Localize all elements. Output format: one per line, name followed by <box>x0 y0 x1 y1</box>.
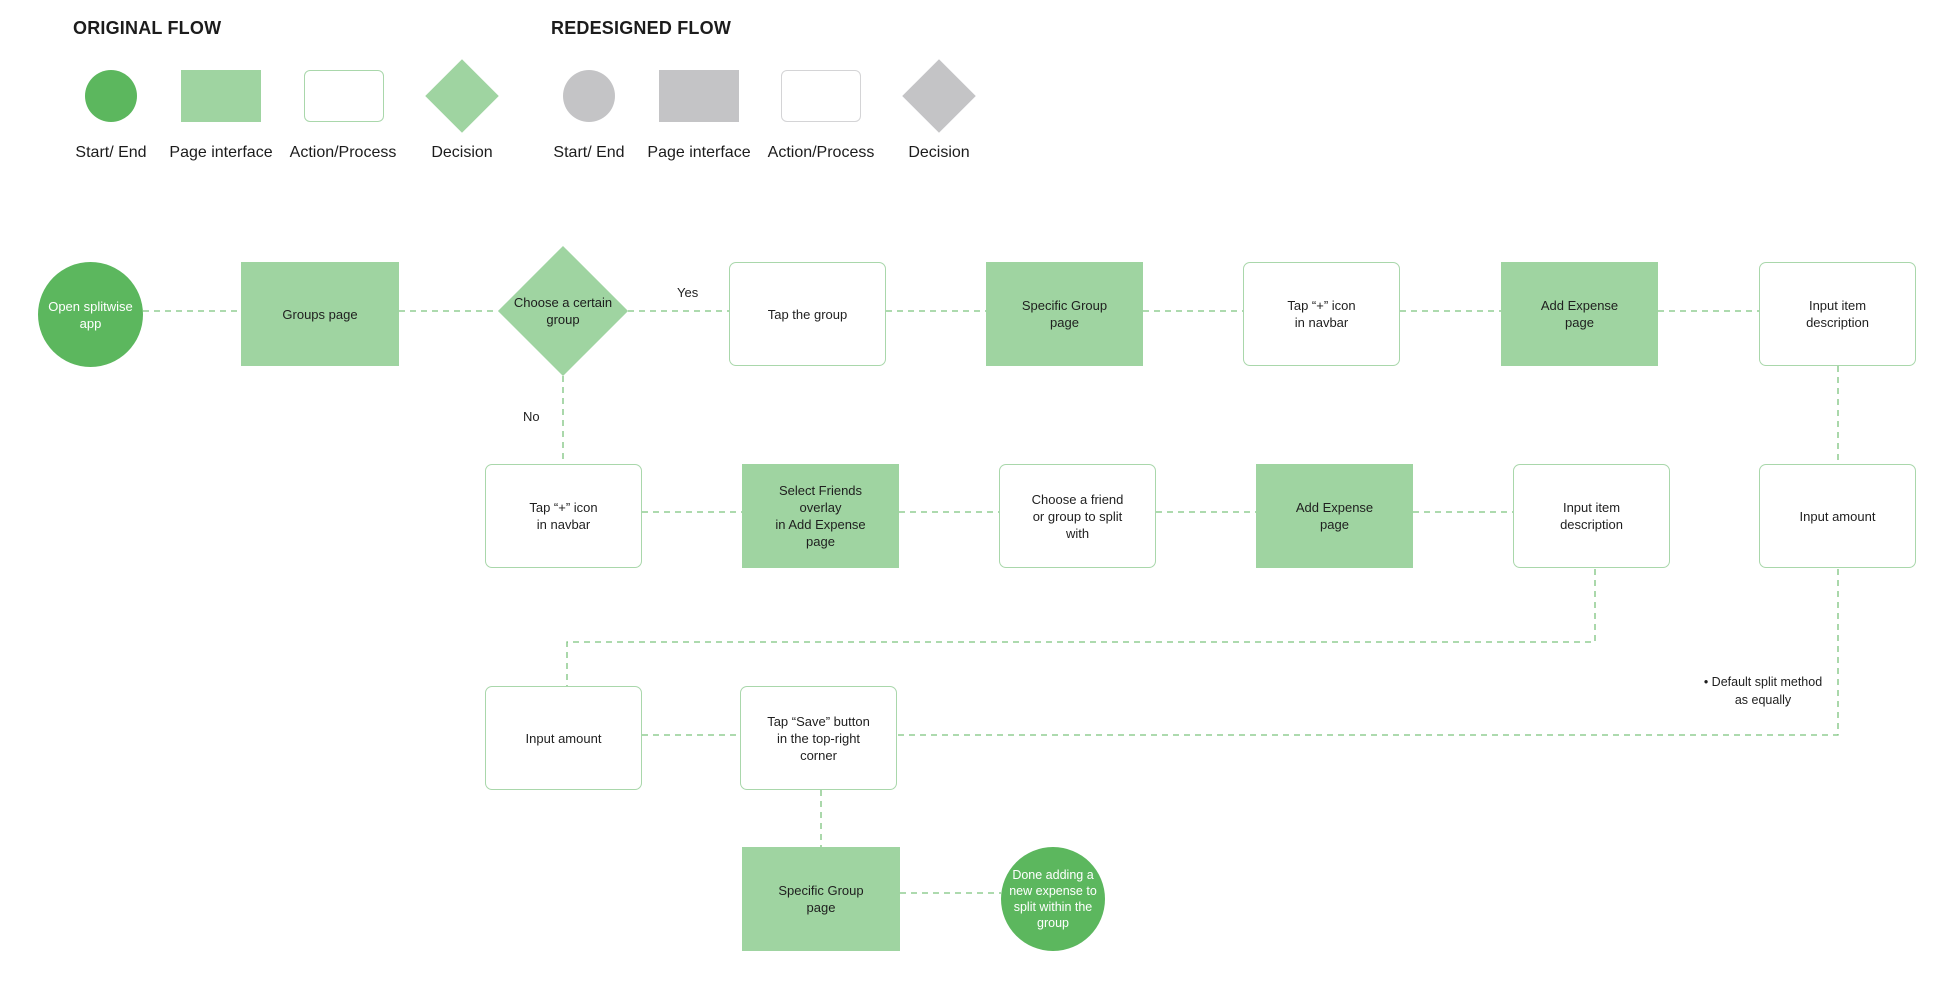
node-end: Done adding a new expense to split withi… <box>1001 847 1105 951</box>
decision-label: Choose a certain group <box>513 295 613 327</box>
legend-original-decision-label: Decision <box>431 144 493 161</box>
legend-redesigned-start-end-shape <box>563 70 615 122</box>
node-decision: Choose a certain group <box>497 245 629 377</box>
node-input-amount-1: Input amount <box>1759 464 1916 568</box>
legend-redesigned-action-shape <box>781 70 861 122</box>
node-add-expense-1: Add Expense page <box>1501 262 1658 366</box>
edge-input-desc2-to-amount2 <box>566 569 1596 686</box>
edge-label-no: No <box>523 409 540 424</box>
edge-label-yes: Yes <box>677 285 699 300</box>
legend-redesigned-page-shape <box>659 70 739 122</box>
legend-original-action-shape <box>304 70 384 122</box>
legend-redesigned-action-label: Action/Process <box>767 144 875 161</box>
node-tap-group: Tap the group <box>729 262 886 366</box>
legend-redesigned-title: REDESIGNED FLOW <box>551 18 732 38</box>
node-select-friends: Select Friends overlay in Add Expense pa… <box>742 464 899 568</box>
node-groups-page: Groups page <box>241 262 399 366</box>
legend-original-action-label: Action/Process <box>289 144 397 161</box>
legend-redesigned-page-label: Page interface <box>647 144 751 161</box>
node-tap-plus-2: Tap “+” icon in navbar <box>485 464 642 568</box>
node-tap-save: Tap “Save” button in the top-right corne… <box>740 686 897 790</box>
node-input-desc-2: Input item description <box>1513 464 1670 568</box>
legend-original-page-label: Page interface <box>169 144 273 161</box>
node-add-expense-2: Add Expense page <box>1256 464 1413 568</box>
node-input-desc-1: Input item description <box>1759 262 1916 366</box>
legend-original-title: ORIGINAL FLOW <box>73 18 222 38</box>
node-tap-plus-1: Tap “+” icon in navbar <box>1243 262 1400 366</box>
note-default-split: • Default split method as equally <box>1703 675 1823 707</box>
node-choose-friend: Choose a friend or group to split with <box>999 464 1156 568</box>
node-input-amount-2: Input amount <box>485 686 642 790</box>
legend-original-start-end-shape <box>85 70 137 122</box>
node-start: Open splitwise app <box>38 262 143 367</box>
legend-redesigned-decision-label: Decision <box>908 144 970 161</box>
edge-amount1-to-save <box>897 569 1839 736</box>
legend-redesigned-start-end-label: Start/ End <box>553 144 625 161</box>
node-specific-group-page-2: Specific Group page <box>742 847 900 951</box>
legend-original-page-shape <box>181 70 261 122</box>
node-specific-group-page-1: Specific Group page <box>986 262 1143 366</box>
legend-original-start-end-label: Start/ End <box>75 144 147 161</box>
